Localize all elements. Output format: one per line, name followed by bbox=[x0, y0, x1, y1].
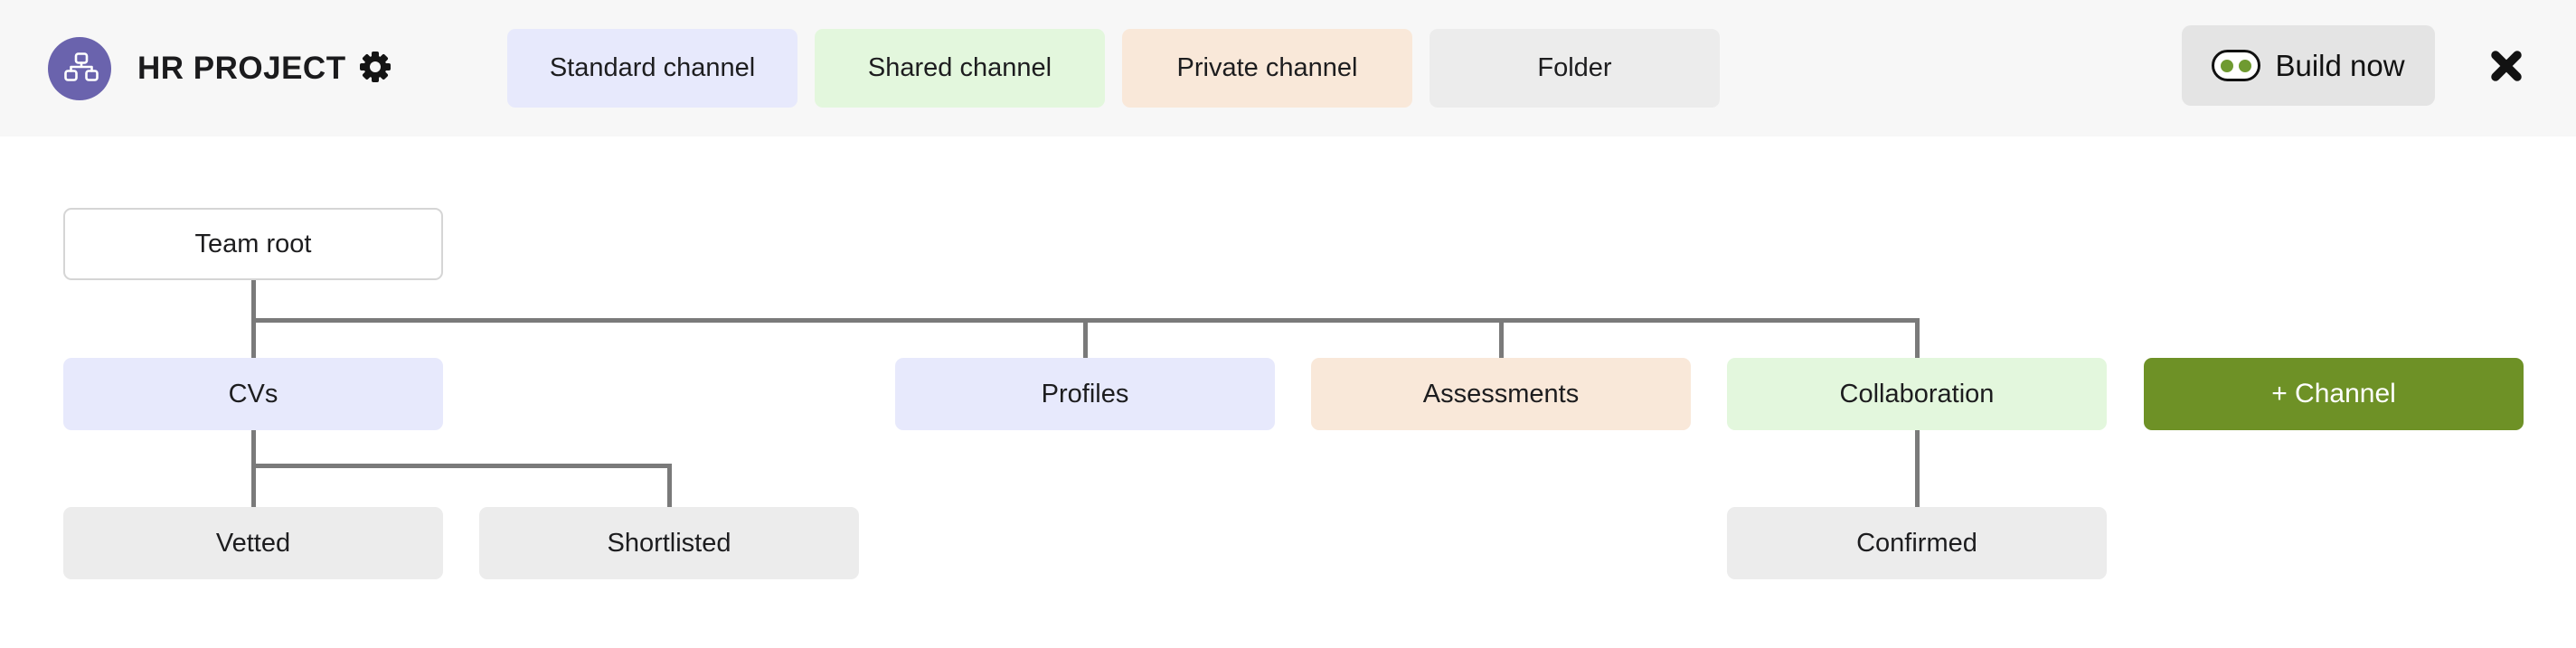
add-channel-button[interactable]: + Channel bbox=[2144, 358, 2524, 430]
node-label: Profiles bbox=[1041, 379, 1129, 409]
header: HR PROJECT Standard channel Shared chann… bbox=[0, 0, 2576, 136]
legend-chip-folder[interactable]: Folder bbox=[1430, 29, 1720, 108]
tree-connector bbox=[1499, 318, 1504, 358]
tree-node-shortlisted[interactable]: Shortlisted bbox=[479, 507, 859, 579]
node-label: Shortlisted bbox=[607, 528, 731, 558]
workspace-title: HR PROJECT bbox=[137, 50, 346, 86]
node-label: CVs bbox=[228, 379, 278, 409]
tree-node-vetted[interactable]: Vetted bbox=[63, 507, 443, 579]
tree-node-assessments[interactable]: Assessments bbox=[1311, 358, 1691, 430]
gear-icon[interactable] bbox=[358, 50, 392, 84]
tree-connector bbox=[1915, 318, 1920, 358]
tree-connector bbox=[251, 430, 256, 507]
tree-node-team-root[interactable]: Team root bbox=[63, 208, 443, 280]
node-label: Confirmed bbox=[1856, 528, 1977, 558]
node-label: Team root bbox=[194, 229, 312, 258]
tree-connector bbox=[251, 464, 672, 468]
bot-eye-left bbox=[2221, 59, 2234, 72]
legend-chip-standard-channel[interactable]: Standard channel bbox=[507, 29, 797, 108]
tree-node-collaboration[interactable]: Collaboration bbox=[1727, 358, 2107, 430]
tree-connector bbox=[1915, 430, 1920, 507]
tree-node-cvs[interactable]: CVs bbox=[63, 358, 443, 430]
node-label: Assessments bbox=[1422, 379, 1580, 409]
tree-node-confirmed[interactable]: Confirmed bbox=[1727, 507, 2107, 579]
bot-eye-right bbox=[2239, 59, 2252, 72]
workspace-logo bbox=[48, 37, 111, 100]
tree-node-profiles[interactable]: Profiles bbox=[895, 358, 1275, 430]
tree-connector bbox=[1083, 318, 1088, 358]
build-now-button[interactable]: Build now bbox=[2182, 25, 2435, 106]
node-label: Vetted bbox=[215, 528, 291, 558]
node-label: Collaboration bbox=[1839, 379, 1995, 409]
build-now-label: Build now bbox=[2275, 48, 2405, 82]
org-chart-icon bbox=[64, 52, 99, 81]
bot-eyes-icon bbox=[2212, 50, 2261, 81]
legend-chip-private-channel[interactable]: Private channel bbox=[1122, 29, 1412, 108]
tree-connector bbox=[667, 464, 672, 507]
legend-chip-shared-channel[interactable]: Shared channel bbox=[815, 29, 1105, 108]
close-icon[interactable] bbox=[2487, 47, 2525, 85]
